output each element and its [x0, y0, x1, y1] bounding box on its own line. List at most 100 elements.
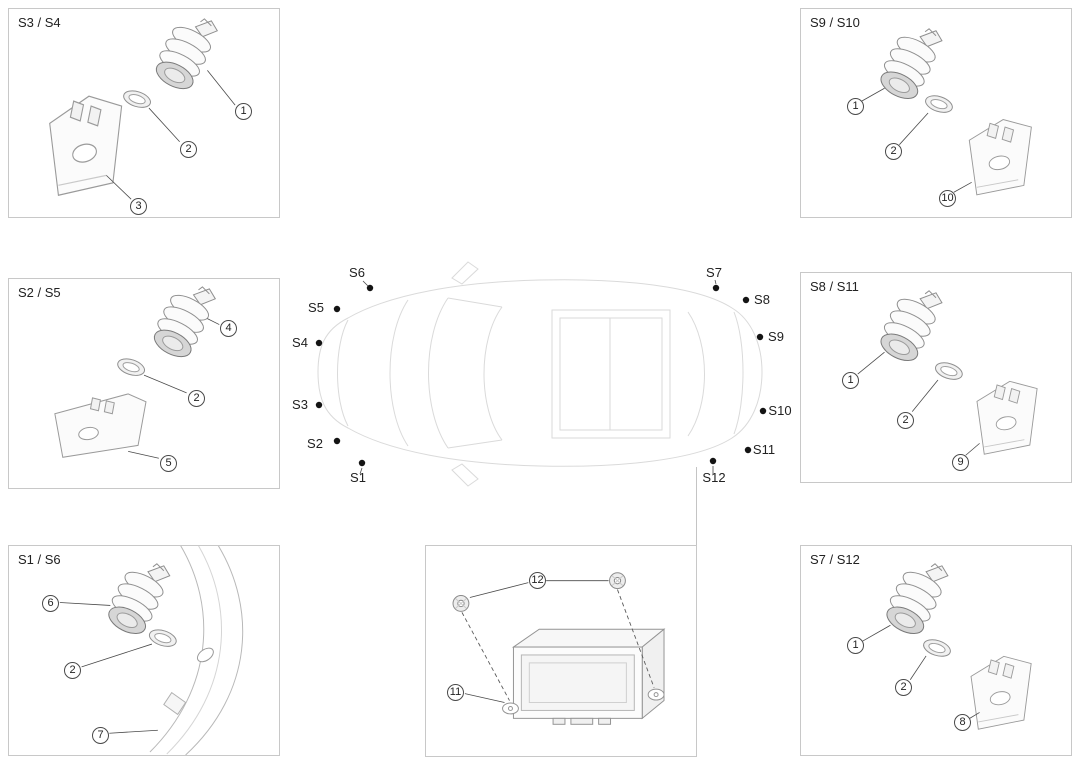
sensor-label: S4 [292, 335, 308, 350]
callout-balloon[interactable]: 1 [847, 98, 864, 115]
parts-art-s1-s6 [59, 546, 244, 755]
sensor-marker-s2: S2 [307, 436, 341, 451]
sensor-label: S8 [754, 292, 770, 307]
callout-balloon[interactable]: 2 [180, 141, 197, 158]
callout-balloon[interactable]: 7 [92, 727, 109, 744]
bracket-illustration [976, 380, 1038, 455]
decoupling-ring-illustration [921, 636, 953, 660]
sensor-marker-s5: S5 [308, 300, 341, 315]
sensor-label: S9 [768, 329, 784, 344]
sensor-dot [333, 437, 341, 445]
sensor-marker-s4: S4 [292, 335, 323, 350]
grommet-illustration [452, 595, 470, 612]
sensor-illustration [882, 563, 949, 640]
decoupling-ring-illustration [932, 359, 965, 383]
panel-s1-s6: S1 / S6 6 2 7 [8, 545, 280, 756]
sensor-label: S11 [753, 442, 775, 457]
sensor-label: S10 [768, 403, 791, 418]
assembly-dashed-lines [461, 589, 655, 701]
sensor-label: S12 [702, 470, 725, 485]
callout-balloon[interactable]: 11 [447, 684, 464, 701]
sensor-dot [358, 459, 366, 467]
decoupling-ring-illustration [922, 92, 955, 116]
sensor-label: S6 [349, 265, 365, 280]
callout-balloon[interactable]: 8 [954, 714, 971, 731]
sensor-marker-s7: S7 [706, 265, 722, 292]
leader-lines [862, 624, 980, 719]
leader-lines [464, 580, 609, 703]
callout-balloon[interactable]: 10 [939, 190, 956, 207]
leader-lines [857, 351, 980, 456]
panel-label: S3 / S4 [18, 15, 61, 30]
callout-balloon[interactable]: 2 [885, 143, 902, 160]
leader-lines [59, 602, 158, 734]
panel-label: S7 / S12 [810, 552, 860, 567]
sensor-illustration [149, 286, 216, 363]
leader-lines [861, 87, 972, 193]
sensor-dot [315, 339, 323, 347]
side-mirror-right [451, 463, 479, 487]
grommet-illustration [609, 572, 626, 590]
panel-s8-s11: S8 / S11 1 2 9 [800, 272, 1072, 483]
callout-balloon[interactable]: 1 [842, 372, 859, 389]
sensor-dot [709, 457, 717, 465]
panel-s7-s12: S7 / S12 1 2 8 [800, 545, 1072, 756]
callout-balloon[interactable]: 4 [220, 320, 237, 337]
leader-lines [128, 318, 220, 459]
sensor-marker-s10: S10 [759, 403, 792, 418]
control-module-illustration [502, 628, 665, 725]
sensor-label: S5 [308, 300, 324, 315]
callout-balloon[interactable]: 2 [897, 412, 914, 429]
module-connector-line [696, 467, 697, 545]
callout-balloon[interactable]: 1 [235, 103, 252, 120]
panel-label: S2 / S5 [18, 285, 61, 300]
panel-label: S9 / S10 [810, 15, 860, 30]
sensor-illustration [876, 290, 943, 367]
decoupling-ring-illustration [146, 626, 179, 650]
sensor-dot [712, 284, 720, 292]
sensor-dot [756, 333, 764, 341]
leader-lines [106, 70, 236, 200]
sensor-dot [742, 296, 750, 304]
callout-balloon[interactable]: 1 [847, 637, 864, 654]
sensor-illustration [876, 28, 943, 105]
sensor-marker-s3: S3 [292, 397, 323, 412]
bracket-illustration [968, 119, 1032, 196]
panel-s2-s5: S2 / S5 4 2 5 [8, 278, 280, 489]
panel-label: S8 / S11 [810, 279, 859, 294]
side-mirror-left [451, 261, 479, 285]
sensor-marker-s11: S11 [744, 442, 775, 457]
panel-control-module: 12 11 [425, 545, 697, 757]
sensor-illustration [104, 563, 171, 640]
sensor-marker-s1: S1 [350, 459, 366, 485]
sensor-label: S1 [350, 470, 366, 485]
parts-art-s3-s4 [49, 18, 236, 200]
callout-balloon[interactable]: 2 [895, 679, 912, 696]
callout-balloon[interactable]: 5 [160, 455, 177, 472]
decoupling-ring-illustration [115, 355, 148, 380]
sensor-dot [366, 284, 374, 292]
callout-balloon[interactable]: 9 [952, 454, 969, 471]
sensor-illustration [151, 18, 218, 95]
panel-s9-s10: S9 / S10 1 2 10 [800, 8, 1072, 218]
sensor-marker-s8: S8 [742, 292, 770, 307]
callout-balloon[interactable]: 6 [42, 595, 59, 612]
sensor-dot [759, 407, 767, 415]
sensor-dot [315, 401, 323, 409]
callout-balloon[interactable]: 12 [529, 572, 546, 589]
callout-balloon[interactable]: 3 [130, 198, 147, 215]
sensor-dot [744, 446, 752, 454]
sensor-marker-s9: S9 [756, 329, 784, 344]
callout-balloon[interactable]: 2 [64, 662, 81, 679]
bracket-illustration [970, 655, 1032, 730]
sensor-marker-s6: S6 [349, 265, 374, 292]
parts-art-s9-s10 [861, 28, 1032, 196]
sensor-label: S3 [292, 397, 308, 412]
sensor-label: S7 [706, 265, 722, 280]
sensor-label: S2 [307, 436, 323, 451]
panel-label: S1 / S6 [18, 552, 61, 567]
panel-s3-s4: S3 / S4 1 2 3 [8, 8, 280, 218]
parts-art-control-module [452, 572, 665, 725]
callout-balloon[interactable]: 2 [188, 390, 205, 407]
